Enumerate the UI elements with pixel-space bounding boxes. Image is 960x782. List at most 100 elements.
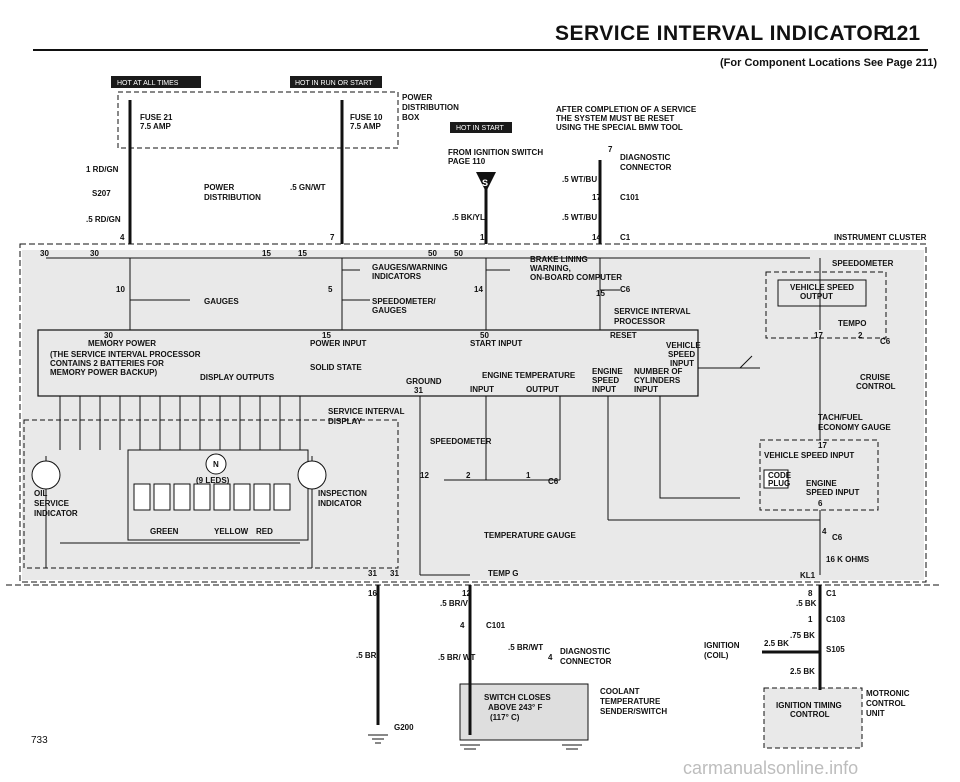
- svg-text:15: 15: [322, 331, 331, 340]
- svg-text:2.5 BK: 2.5 BK: [790, 667, 815, 676]
- svg-text:POWER: POWER: [204, 183, 234, 192]
- svg-text:10: 10: [116, 285, 125, 294]
- inspection-led-icon: [297, 460, 327, 490]
- svg-text:DIAGNOSTIC: DIAGNOSTIC: [560, 647, 610, 656]
- svg-text:.5 WT/BU: .5 WT/BU: [562, 175, 597, 184]
- svg-text:SERVICE INTERVAL: SERVICE INTERVAL: [328, 407, 405, 416]
- svg-text:DISTRIBUTION: DISTRIBUTION: [402, 103, 459, 112]
- svg-text:ENGINE: ENGINE: [806, 479, 837, 488]
- svg-text:7: 7: [608, 145, 613, 154]
- svg-text:SERVICE: SERVICE: [34, 499, 70, 508]
- svg-text:SENDER/SWITCH: SENDER/SWITCH: [600, 707, 667, 716]
- svg-text:PAGE 110: PAGE 110: [448, 157, 486, 166]
- svg-text:(COIL): (COIL): [704, 651, 729, 660]
- svg-text:2.5 BK: 2.5 BK: [764, 639, 789, 648]
- svg-text:S: S: [482, 178, 488, 188]
- svg-text:OIL: OIL: [34, 489, 47, 498]
- svg-text:C101: C101: [486, 621, 506, 630]
- svg-text:OUTPUT: OUTPUT: [800, 292, 833, 301]
- svg-text:SPEED: SPEED: [668, 350, 695, 359]
- svg-text:SOLID STATE: SOLID STATE: [310, 363, 362, 372]
- svg-text:16 K OHMS: 16 K OHMS: [826, 555, 870, 564]
- ignition-switch-marker-icon: [476, 172, 496, 192]
- svg-text:12: 12: [420, 471, 429, 480]
- svg-text:INSPECTION: INSPECTION: [318, 489, 367, 498]
- footer-page-number: 733: [31, 735, 48, 746]
- svg-text:CONNECTOR: CONNECTOR: [560, 657, 612, 666]
- svg-text:INPUT: INPUT: [592, 385, 616, 394]
- svg-text:INPUT: INPUT: [634, 385, 658, 394]
- svg-text:INDICATOR: INDICATOR: [34, 509, 78, 518]
- svg-text:.5 BR/WT: .5 BR/WT: [508, 643, 543, 652]
- svg-text:POWER INPUT: POWER INPUT: [310, 339, 367, 348]
- svg-text:14: 14: [592, 233, 601, 242]
- svg-text:HOT AT ALL TIMES: HOT AT ALL TIMES: [117, 80, 179, 87]
- svg-text:ENGINE TEMPERATURE: ENGINE TEMPERATURE: [482, 371, 576, 380]
- svg-text:15: 15: [298, 249, 307, 258]
- svg-text:30: 30: [40, 249, 49, 258]
- svg-text:CODE: CODE: [768, 471, 792, 480]
- neutral-led-icon: [205, 453, 227, 475]
- svg-text:17: 17: [814, 331, 823, 340]
- svg-text:FUSE 10: FUSE 10: [350, 113, 383, 122]
- svg-text:31: 31: [414, 386, 423, 395]
- svg-text:GAUGES: GAUGES: [372, 306, 407, 315]
- svg-text:C1: C1: [620, 233, 631, 242]
- svg-text:PROCESSOR: PROCESSOR: [614, 317, 665, 326]
- svg-text:BRAKE LINING: BRAKE LINING: [530, 255, 588, 264]
- component-location-note: (For Component Locations See Page 211): [720, 57, 937, 69]
- svg-text:4: 4: [822, 527, 827, 536]
- svg-text:TEMPERATURE: TEMPERATURE: [600, 697, 661, 706]
- svg-text:4: 4: [548, 653, 553, 662]
- svg-text:FROM IGNITION SWITCH: FROM IGNITION SWITCH: [448, 148, 543, 157]
- svg-text:DISPLAY: DISPLAY: [328, 417, 363, 426]
- svg-text:17: 17: [592, 193, 601, 202]
- svg-text:HOT IN RUN OR START: HOT IN RUN OR START: [295, 80, 373, 87]
- svg-text:MEMORY POWER: MEMORY POWER: [88, 339, 156, 348]
- svg-text:KL1: KL1: [800, 571, 816, 580]
- svg-text:7: 7: [330, 233, 335, 242]
- svg-text:TEMPO: TEMPO: [838, 319, 866, 328]
- svg-text:1: 1: [808, 615, 813, 624]
- svg-text:31: 31: [368, 569, 377, 578]
- svg-text:4: 4: [120, 233, 125, 242]
- svg-text:ABOVE 243° F: ABOVE 243° F: [488, 703, 542, 712]
- svg-text:50: 50: [454, 249, 463, 258]
- svg-text:UNIT: UNIT: [866, 709, 885, 718]
- svg-text:15: 15: [262, 249, 271, 258]
- svg-text:1: 1: [480, 233, 485, 242]
- svg-text:50: 50: [428, 249, 437, 258]
- svg-text:C1: C1: [826, 589, 837, 598]
- svg-text:DISTRIBUTION: DISTRIBUTION: [204, 193, 261, 202]
- svg-text:GAUGES/WARNING: GAUGES/WARNING: [372, 263, 448, 272]
- svg-text:GREEN: GREEN: [150, 527, 179, 536]
- svg-text:.5 BR: .5 BR: [356, 651, 377, 660]
- watermark: carmanualsonline.info: [683, 758, 859, 778]
- svg-text:C6: C6: [880, 337, 891, 346]
- svg-text:CYLINDERS: CYLINDERS: [634, 376, 681, 385]
- svg-text:POWER: POWER: [402, 93, 432, 102]
- svg-text:VEHICLE: VEHICLE: [666, 341, 701, 350]
- svg-text:.5 BR/ WT: .5 BR/ WT: [438, 653, 475, 662]
- svg-text:USING THE SPECIAL BMW TOOL: USING THE SPECIAL BMW TOOL: [556, 123, 683, 132]
- svg-text:INDICATORS: INDICATORS: [372, 272, 422, 281]
- svg-text:C6: C6: [832, 533, 843, 542]
- svg-text:GROUND: GROUND: [406, 377, 442, 386]
- coolant-switch-box: [459, 683, 589, 741]
- svg-text:S207: S207: [92, 189, 111, 198]
- svg-text:(117° C): (117° C): [490, 713, 520, 722]
- svg-text:.5 BR/VI: .5 BR/VI: [440, 599, 470, 608]
- svg-text:.5 GN/WT: .5 GN/WT: [290, 183, 326, 192]
- svg-text:SPEEDOMETER/: SPEEDOMETER/: [372, 297, 436, 306]
- page-number-header: 121: [885, 22, 921, 45]
- svg-text:IGNITION TIMING: IGNITION TIMING: [776, 701, 842, 710]
- svg-text:INPUT: INPUT: [670, 359, 694, 368]
- svg-text:5: 5: [328, 285, 333, 294]
- svg-text:INPUT: INPUT: [470, 385, 494, 394]
- svg-text:1: 1: [526, 471, 531, 480]
- svg-text:ENGINE: ENGINE: [592, 367, 623, 376]
- svg-text:CRUISE: CRUISE: [860, 373, 891, 382]
- svg-text:INSTRUMENT CLUSTER: INSTRUMENT CLUSTER: [834, 233, 927, 242]
- svg-text:6: 6: [818, 499, 823, 508]
- svg-text:COOLANT: COOLANT: [600, 687, 640, 696]
